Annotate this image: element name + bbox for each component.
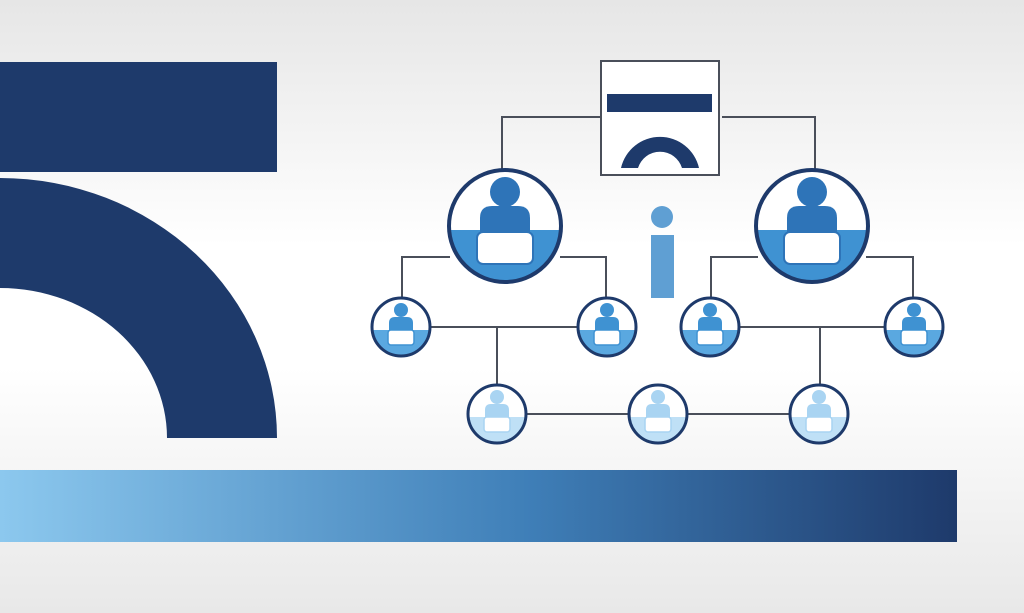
org-node-level1-left	[447, 168, 563, 284]
person-at-desk-icon	[696, 303, 724, 346]
logo-box	[600, 60, 720, 176]
info-i-icon	[651, 206, 674, 298]
person-at-desk-icon	[593, 303, 621, 346]
person-at-desk-icon	[805, 390, 833, 433]
org-node-level1-right	[754, 168, 870, 284]
org-chart-connectors	[401, 116, 914, 415]
org-node-level3-3	[788, 383, 850, 445]
org-node-level2-4	[883, 296, 945, 358]
org-node-level2-2	[576, 296, 638, 358]
org-node-level3-1	[466, 383, 528, 445]
person-at-desk-icon	[900, 303, 928, 346]
person-at-desk-icon	[644, 390, 672, 433]
org-node-level3-2	[627, 383, 689, 445]
org-node-level2-1	[370, 296, 432, 358]
logo-arch-mark-large	[0, 62, 277, 438]
person-at-desk-icon	[783, 177, 841, 265]
gradient-bar	[0, 470, 957, 542]
person-at-desk-icon	[387, 303, 415, 346]
person-at-desk-icon	[476, 177, 534, 265]
org-node-level2-3	[679, 296, 741, 358]
person-at-desk-icon	[483, 390, 511, 433]
